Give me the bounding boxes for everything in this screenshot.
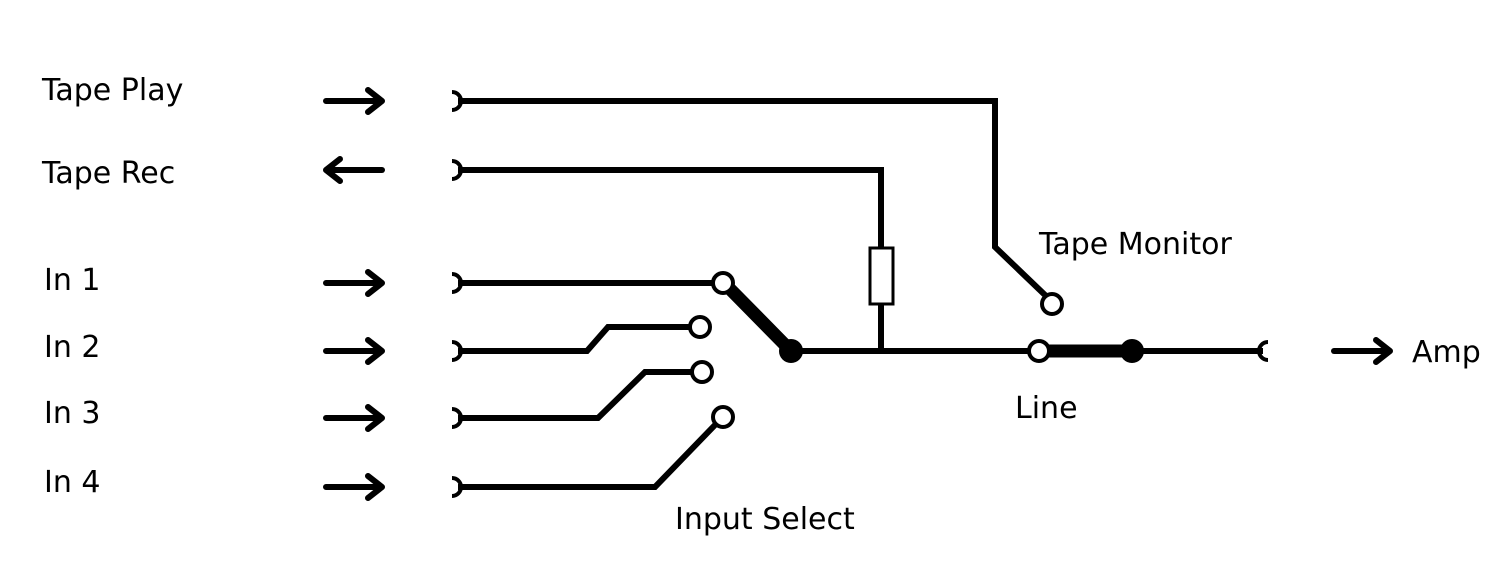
in2-arrow-icon <box>323 337 385 365</box>
in4-label: In 4 <box>44 465 100 500</box>
input-select-pivot <box>779 339 803 363</box>
in2-label: In 2 <box>44 330 100 365</box>
in3-arrow-icon <box>323 404 385 432</box>
tape-play-arrow-icon <box>323 87 385 115</box>
input-select-blade <box>723 282 798 358</box>
input-select-contact-in4[interactable] <box>711 405 735 429</box>
input-select-switch[interactable] <box>688 271 803 429</box>
tape-play-wire <box>458 98 1050 300</box>
tape-monitor-pivot <box>1120 339 1144 363</box>
tape-rec-wire-upper <box>458 167 884 251</box>
tape-monitor-label: Tape Monitor <box>1038 227 1232 262</box>
input-select-contact-in1[interactable] <box>711 271 735 295</box>
tape-rec-resistor <box>868 246 895 306</box>
in4-wire <box>458 420 720 490</box>
tape-monitor-contact-line[interactable] <box>1027 339 1051 363</box>
amp-label: Amp <box>1412 335 1481 370</box>
in4-arrow-icon <box>323 473 385 501</box>
line-label: Line <box>1015 391 1078 426</box>
tape-rec-arrow-icon <box>323 156 385 184</box>
in2-wire <box>458 324 693 354</box>
input-select-contact-in3[interactable] <box>690 360 714 384</box>
input-select-contact-in2[interactable] <box>688 315 712 339</box>
tape-monitor-contact-tape[interactable] <box>1040 292 1064 316</box>
tape-rec-label: Tape Rec <box>41 156 175 191</box>
input-select-label: Input Select <box>675 502 855 537</box>
in3-label: In 3 <box>44 396 100 431</box>
in1-arrow-icon <box>323 269 385 297</box>
tape-monitor-switch[interactable] <box>1027 292 1144 363</box>
tape-play-label: Tape Play <box>41 73 183 108</box>
in3-wire <box>458 369 695 421</box>
amp-arrow-icon <box>1331 337 1393 365</box>
in1-label: In 1 <box>44 263 100 298</box>
